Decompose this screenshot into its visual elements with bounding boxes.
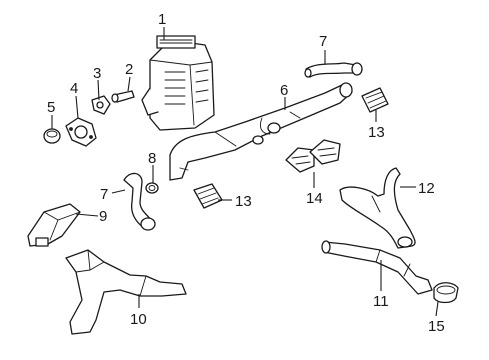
floor-duct-front bbox=[27, 203, 81, 247]
grommet bbox=[43, 128, 61, 144]
callout-7-upper: 7 bbox=[319, 33, 327, 50]
callout-12: 12 bbox=[418, 180, 435, 197]
duct-end-cap bbox=[433, 282, 459, 304]
callout-10: 10 bbox=[130, 311, 147, 328]
hvac-housing bbox=[141, 35, 215, 131]
gasket-small bbox=[91, 95, 111, 115]
callout-2: 2 bbox=[125, 61, 133, 78]
y-duct bbox=[339, 167, 416, 249]
callout-3: 3 bbox=[93, 65, 101, 82]
defroster-tube-upper bbox=[304, 62, 363, 78]
vent-nozzle-lower bbox=[193, 183, 223, 209]
defroster-tube-lower bbox=[123, 172, 156, 231]
vent-nozzle-upper bbox=[361, 87, 389, 113]
floor-duct-rear bbox=[65, 249, 187, 335]
callout-13-upper: 13 bbox=[368, 124, 385, 141]
callout-11: 11 bbox=[373, 293, 389, 310]
callout-1: 1 bbox=[158, 11, 166, 28]
o-ring bbox=[145, 182, 159, 194]
callout-7-lower: 7 bbox=[100, 186, 108, 203]
callout-8: 8 bbox=[148, 150, 156, 167]
flange-gasket bbox=[65, 117, 97, 147]
drain-pipe bbox=[111, 90, 135, 103]
callout-14: 14 bbox=[306, 190, 323, 207]
callout-15: 15 bbox=[428, 318, 445, 335]
callout-6: 6 bbox=[280, 82, 288, 99]
callout-13-lower: 13 bbox=[235, 193, 252, 210]
leader-lines bbox=[51, 27, 439, 317]
vent-nozzle-pair bbox=[285, 139, 341, 173]
callout-4: 4 bbox=[70, 80, 78, 97]
callout-9: 9 bbox=[99, 208, 107, 225]
long-duct bbox=[321, 240, 433, 295]
callout-5: 5 bbox=[47, 99, 55, 116]
